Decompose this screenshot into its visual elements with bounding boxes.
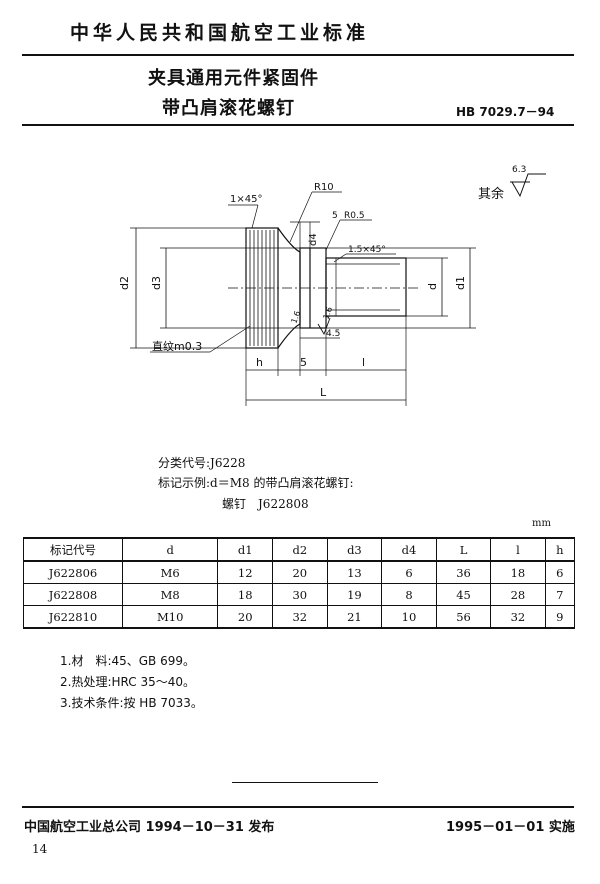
header-d: d — [121, 537, 219, 562]
label-radius-small: R0.5 — [344, 211, 365, 221]
cell: 6 — [544, 560, 576, 584]
cell: 10 — [381, 605, 437, 629]
label-d: d — [426, 283, 439, 290]
cell: 30 — [272, 583, 328, 606]
cell: 36 — [435, 560, 492, 584]
cell: 45 — [435, 583, 492, 606]
cell: 28 — [490, 583, 546, 606]
cell: J622810 — [23, 605, 123, 629]
cell: 20 — [272, 560, 328, 584]
label-radius: R10 — [314, 182, 334, 193]
table-header-row: 标记代号 d d1 d2 d3 d4 L l h — [23, 537, 576, 562]
cell: M6 — [121, 560, 219, 584]
screw-drawing: 1×45° R10 5 R0.5 1.5×45° d2 d3 d4 d d1 1… — [118, 165, 546, 406]
end-rule — [232, 782, 378, 783]
label-chamfer-top: 1×45° — [230, 194, 262, 205]
cell: 32 — [272, 605, 328, 629]
table-row: J622810 M10 20 32 21 10 56 32 9 — [23, 605, 576, 629]
note-heat-treatment: 2.热处理:HRC 35～40。 — [60, 675, 195, 689]
label-roughness-a: 1.6 — [289, 310, 302, 325]
table-row: J622808 M8 18 30 19 8 45 28 7 — [23, 583, 576, 606]
cell: 56 — [435, 605, 492, 629]
parameter-table: 标记代号 d d1 d2 d3 d4 L l h J622806 M6 12 2… — [23, 537, 576, 629]
cell: 21 — [326, 605, 383, 629]
marking-example: 标记示例:d＝M8 的带凸肩滚花螺钉: — [158, 476, 354, 490]
cell: 20 — [217, 605, 274, 629]
table-row: J622806 M6 12 20 13 6 36 18 6 — [23, 560, 576, 584]
header-rule — [22, 54, 574, 56]
cell: 12 — [217, 560, 274, 584]
label-d1: d1 — [454, 276, 467, 290]
label-h: h — [256, 356, 263, 369]
label-d2: d2 — [118, 276, 131, 290]
cell: 18 — [217, 583, 274, 606]
label-dim-45: 4.5 — [326, 329, 340, 339]
header-d2: d2 — [272, 537, 328, 562]
label-dim-s-top: 5 — [332, 211, 338, 221]
header-d1: d1 — [217, 537, 274, 562]
label-L: L — [320, 386, 327, 399]
effective-date: 1995－01－01 实施 — [446, 820, 575, 835]
classification-code: 分类代号:J6228 — [158, 456, 246, 470]
note-material: 1.材 料:45、GB 699。 — [60, 654, 196, 668]
cell: J622808 — [23, 583, 123, 606]
note-technical: 3.技术条件:按 HB 7033。 — [60, 696, 203, 710]
cell: J622806 — [23, 560, 123, 584]
doc-title-line1: 夹具通用元件紧固件 — [148, 68, 319, 89]
issuer: 中国航空工业总公司 1994－10－31 发布 — [24, 820, 275, 835]
cell: 9 — [544, 605, 576, 629]
header-l: l — [490, 537, 546, 562]
surface-note: 其余 — [478, 186, 504, 202]
cell: 13 — [326, 560, 383, 584]
label-s5: 5 — [300, 356, 307, 369]
cell: 8 — [381, 583, 437, 606]
cell: 6 — [381, 560, 437, 584]
label-chamfer-thread: 1.5×45° — [348, 245, 386, 255]
header-h: h — [544, 537, 576, 562]
doc-title-line2: 带凸肩滚花螺钉 — [162, 98, 295, 119]
header-L: L — [435, 537, 492, 562]
cell: 7 — [544, 583, 576, 606]
header-d3: d3 — [326, 537, 383, 562]
knurl-lines — [249, 230, 275, 346]
shank — [325, 257, 407, 317]
label-roughness-b: 1.6 — [321, 306, 334, 321]
surface-value: 6.3 — [512, 165, 526, 175]
cell: 32 — [490, 605, 546, 629]
label-d4: d4 — [308, 233, 319, 246]
doc-code: HB 7029.7－94 — [456, 105, 555, 119]
marking-example-value: 螺钉 J622808 — [222, 497, 309, 511]
label-l: l — [362, 356, 365, 369]
label-d3: d3 — [150, 276, 163, 290]
standard-title: 中华人民共和国航空工业标准 — [70, 22, 370, 44]
footer-rule — [22, 806, 574, 808]
header-code: 标记代号 — [23, 537, 123, 562]
title-rule — [22, 124, 574, 126]
cell: M10 — [121, 605, 219, 629]
unit-label: mm — [532, 518, 551, 529]
cell: 19 — [326, 583, 383, 606]
cell: M8 — [121, 583, 219, 606]
page-number: 14 — [32, 842, 48, 856]
cell: 18 — [490, 560, 546, 584]
label-knurl: 直纹m0.3 — [152, 339, 202, 353]
header-d4: d4 — [381, 537, 437, 562]
